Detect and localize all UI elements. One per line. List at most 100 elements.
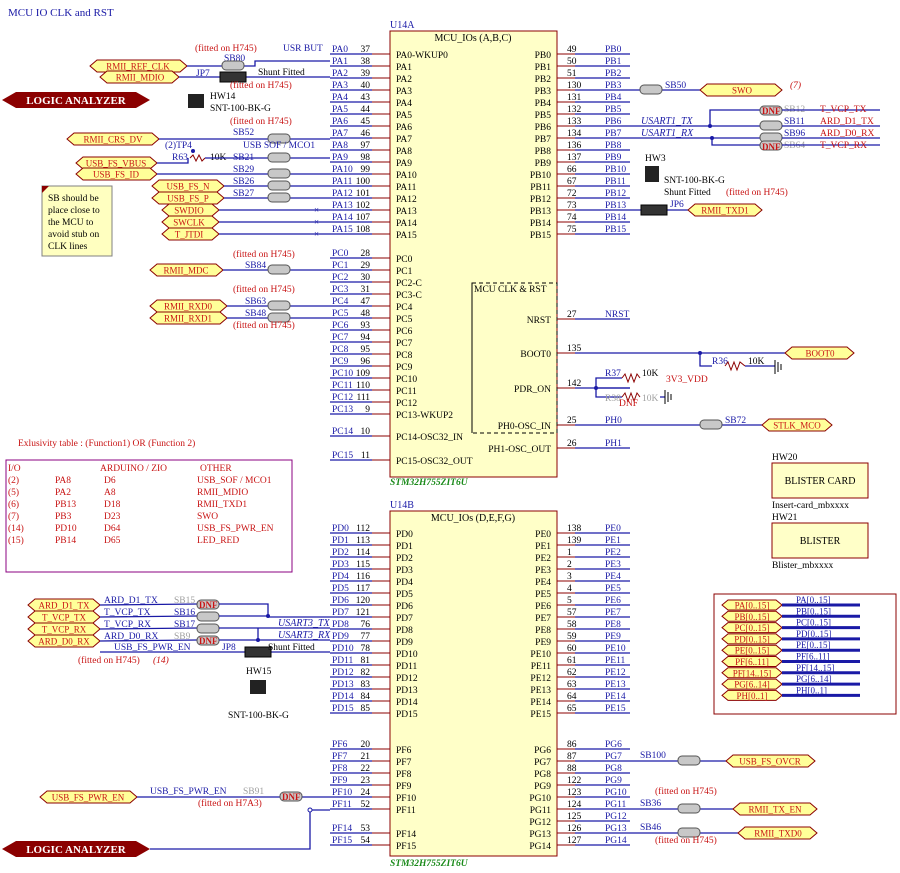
v3v3-label: 3V3_VDD [666, 375, 708, 385]
excl-table-cell: (6) [8, 499, 19, 510]
pd-ard-d1-tx: ARD_D1_TX [104, 596, 158, 606]
pin-name: PA1 [396, 63, 412, 73]
pin-name: PC10 [396, 375, 417, 385]
pin-name: PB15 [530, 231, 551, 241]
pin-number: 115 [356, 560, 370, 570]
flag-rmii-txd1[interactable] [687, 203, 763, 217]
pin-name: PF15 [396, 842, 416, 852]
pin-net-label: NRST [605, 310, 629, 320]
excl-table-cell: (7) [8, 511, 19, 522]
pin-net-label: PA5 [332, 105, 348, 115]
pin-net-label: PF7 [332, 752, 348, 762]
hw20-box [771, 462, 869, 499]
pin-number: 44 [361, 105, 371, 115]
u14b-body [389, 510, 558, 857]
pc3-fitted-note: (fitted on H745) [233, 284, 295, 295]
bus-net-label: PG[6..14] [796, 674, 832, 684]
jp8-note-14: (14) [153, 655, 169, 666]
pin-name: PD2 [396, 554, 413, 564]
pin-name: PC2-C [396, 279, 422, 289]
pin-name: BOOT0 [520, 350, 551, 360]
pin-number: 23 [361, 776, 371, 786]
pin-net-label: PB0 [605, 45, 622, 55]
pin-number: 124 [567, 800, 582, 810]
sb27-label: SB27 [233, 189, 254, 199]
pin-net-label: PC9 [332, 357, 349, 367]
sb-placement-note [41, 185, 113, 257]
hw15-part: SNT-100-BK-G [228, 711, 289, 721]
excl-table-cell: USB_SOF / MCO1 [197, 476, 272, 486]
usb-sof-label: USB SOF / MCO1 [243, 141, 315, 151]
pin-number: 66 [567, 165, 577, 175]
bus-flag-label: PH[0..1] [737, 691, 768, 701]
excl-table-cell: D18 [104, 500, 121, 510]
hw3-fitted-note: (fitted on H745) [726, 187, 788, 198]
pin-number: 75 [567, 225, 577, 235]
pin-name: PB13 [530, 207, 551, 217]
excl-table-cell: PB3 [55, 512, 72, 522]
hw21-part: Blister_mbxxxx [772, 561, 833, 571]
pin-net-label: PA0 [332, 45, 348, 55]
pin-number: 100 [356, 177, 371, 187]
pin-name: PB12 [530, 195, 551, 205]
sb50-label: SB50 [665, 81, 686, 91]
pin-net-label: PF11 [332, 800, 352, 810]
pb-t-vcp-tx: T_VCP_TX [820, 105, 867, 115]
sb16-label: SB16 [174, 608, 195, 618]
jp8-fitted-note: (fitted on H745) [78, 655, 140, 666]
pin-number: 61 [567, 656, 577, 666]
excl-table-cell: D64 [104, 524, 121, 534]
pd10-usb-fs-pwr-en: USB_FS_PWR_EN [114, 643, 191, 653]
r38-label: R38 [605, 394, 621, 404]
pin-name: PD7 [396, 614, 413, 624]
pin-number: 77 [361, 632, 371, 642]
pin-net-label: PA3 [332, 81, 348, 91]
flag-stlk-mco[interactable] [761, 418, 833, 432]
pin-name: PA4 [396, 99, 412, 109]
clk-rst-section [471, 282, 558, 434]
pin-number: 54 [361, 836, 371, 846]
hw15-ref: HW15 [246, 667, 272, 677]
flag-usb-fs-ovcr[interactable] [725, 754, 816, 768]
pin-name: PB5 [535, 111, 552, 121]
r63-resistor [189, 153, 206, 163]
jp7-shunt: Shunt Fitted [258, 68, 305, 78]
pin-name: PB14 [530, 219, 551, 229]
flag-boot0[interactable] [784, 346, 855, 360]
pa2-fitted-note: (fitted on H745) [230, 80, 292, 91]
pin-name: PD0 [396, 530, 413, 540]
r36-label: R36 [712, 357, 728, 367]
swo-note-7: (7) [790, 80, 801, 91]
pin-net-label: PC4 [332, 297, 349, 307]
pin-net-label: PB2 [605, 69, 622, 79]
flag-swo[interactable] [699, 83, 783, 97]
pin-number: 81 [361, 656, 371, 666]
pin-net-label: PB14 [605, 213, 626, 223]
pin-number: 27 [567, 310, 577, 320]
pin-number: 22 [361, 764, 371, 774]
sb80-label: SB80 [224, 54, 245, 64]
pin-name: PB8 [535, 147, 552, 157]
pin-number: 85 [361, 704, 371, 714]
pin-number: 93 [361, 321, 371, 331]
pin-name: PH1-OSC_OUT [488, 445, 551, 455]
pin-number: 1 [567, 548, 572, 558]
pin-net-label: PF8 [332, 764, 348, 774]
bus-rows: PA[0..15]PA[0..15]PB[0..15]PB[0..15]PC[0… [721, 595, 860, 701]
flag-rmii-txd0[interactable] [737, 826, 818, 840]
pd-flag-label: ARD_D1_TX [39, 601, 90, 611]
pin-net-label: PC13 [332, 405, 353, 415]
svg-text:×: × [314, 229, 319, 239]
flag-rmii-tx-en[interactable] [732, 802, 818, 816]
pin-net-label: PC14 [332, 427, 353, 437]
pin-number: 117 [356, 584, 370, 594]
pin-net-label: PD1 [332, 536, 349, 546]
flag-swclk-text: SWCLK [173, 218, 205, 228]
r37-label: R37 [605, 369, 621, 379]
pin-number: 64 [567, 692, 577, 702]
logic-analyzer-2 [2, 841, 150, 857]
pin-name: PA11 [396, 183, 417, 193]
sb46-label: SB46 [640, 823, 661, 833]
